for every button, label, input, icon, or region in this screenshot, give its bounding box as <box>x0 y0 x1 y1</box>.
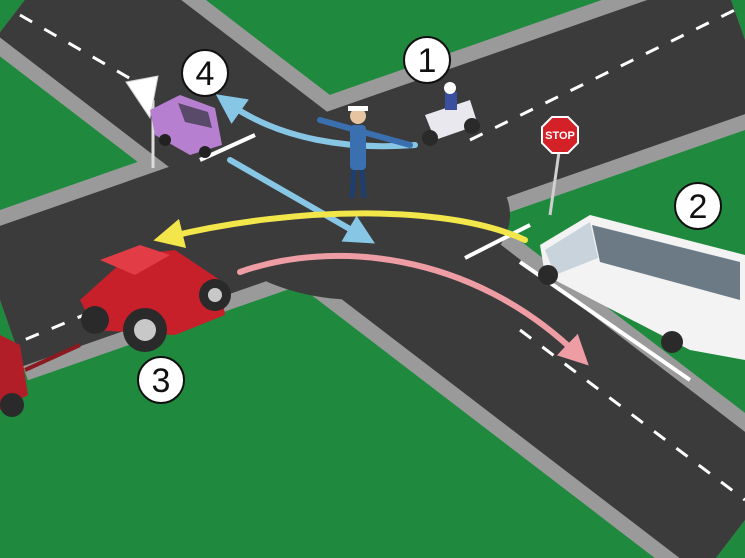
arrow-blue-diagonal <box>227 157 375 244</box>
traffic-officer <box>317 106 413 199</box>
svg-text:1: 1 <box>418 42 437 80</box>
stop-sign: STOP <box>541 116 579 216</box>
svg-text:2: 2 <box>689 188 708 226</box>
motorcycle-1 <box>422 82 480 146</box>
label-4: 4 <box>181 49 229 97</box>
svg-text:4: 4 <box>196 55 215 93</box>
label-1: 1 <box>403 36 451 84</box>
car-4 <box>150 95 222 158</box>
tractor-3 <box>80 245 231 352</box>
arrow-pink <box>237 252 589 366</box>
arrow-blue-left <box>215 94 418 150</box>
label-2: 2 <box>674 182 722 230</box>
minibus-2 <box>538 215 745 360</box>
trailer <box>0 335 81 417</box>
svg-text:3: 3 <box>152 362 171 400</box>
arrows <box>153 94 589 366</box>
arrow-yellow <box>153 210 528 249</box>
label-3: 3 <box>137 356 185 404</box>
stop-sign-text: STOP <box>545 130 575 142</box>
